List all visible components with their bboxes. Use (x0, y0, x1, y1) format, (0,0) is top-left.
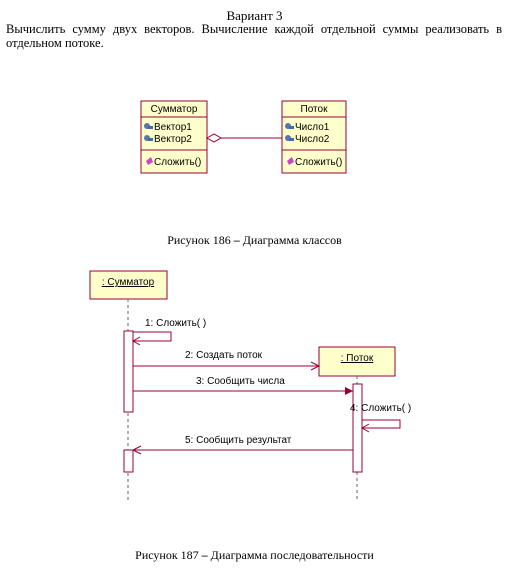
task-text: Вычислить сумму двух векторов. Вычислени… (6, 22, 502, 50)
figure-187-title: Диаграмма последовательности (210, 548, 374, 562)
message-1-add: 1: Сложить( ) (131, 318, 206, 346)
operation-icon (146, 157, 153, 165)
class-diagram: Сумматор Вектор1 Вектор2 Сложить() Поток (140, 100, 347, 174)
attribute-vector2: Вектор2 (154, 134, 192, 145)
attribute-icon (144, 123, 153, 129)
attribute-vector1: Вектор1 (154, 122, 192, 133)
operation-add-summator: Сложить() (154, 157, 201, 168)
figure-186-number: Рисунок 186 (167, 233, 231, 247)
figure-187-dash: – (201, 548, 208, 562)
operation-icon (287, 157, 294, 165)
activation-thread (352, 383, 363, 473)
class-name-summator: Сумматор (151, 104, 198, 115)
figure-186-title: Диаграмма классов (242, 233, 342, 247)
message-4-label: 4: Сложить( ) (350, 403, 411, 414)
sequence-diagram: : Сумматор : Поток 1: Сложить( ) 2: Созд… (89, 270, 411, 500)
object-summator: : Сумматор (89, 270, 168, 300)
message-5-return-result: 5: Сообщить результат (131, 434, 353, 455)
message-2-create-thread: 2: Создать поток (133, 350, 321, 371)
object-thread-label: : Поток (341, 353, 374, 364)
class-name-thread: Поток (301, 104, 329, 115)
message-4-add: 4: Сложить( ) (350, 403, 411, 433)
operation-add-thread: Сложить() (295, 157, 342, 168)
figure-186-dash: – (233, 233, 240, 247)
aggregation-link (205, 133, 282, 143)
attribute-icon (285, 135, 294, 141)
activation-summator-1 (123, 330, 134, 413)
variant-title: Вариант 3 (226, 8, 283, 23)
class-box-summator: Сумматор Вектор1 Вектор2 Сложить() (140, 100, 208, 174)
object-summator-label: : Сумматор (102, 277, 155, 288)
attribute-number2: Число2 (295, 134, 330, 145)
attribute-icon (144, 135, 153, 141)
attribute-icon (285, 123, 294, 129)
message-2-label: 2: Создать поток (185, 350, 263, 361)
activation-summator-2 (123, 449, 134, 473)
message-3-send-numbers: 3: Сообщить числа (133, 375, 353, 395)
figure-187-caption: Рисунок 187 – Диаграмма последовательнос… (0, 548, 509, 563)
figure-187-number: Рисунок 187 (135, 548, 199, 562)
message-3-label: 3: Сообщить числа (196, 375, 285, 387)
object-thread: : Поток (318, 346, 396, 377)
class-box-thread: Поток Число1 Число2 Сложить() (281, 100, 347, 174)
message-5-label: 5: Сообщить результат (185, 434, 292, 446)
figure-186-caption: Рисунок 186 – Диаграмма классов (0, 233, 509, 248)
attribute-number1: Число1 (295, 122, 330, 133)
message-1-label: 1: Сложить( ) (145, 318, 206, 329)
